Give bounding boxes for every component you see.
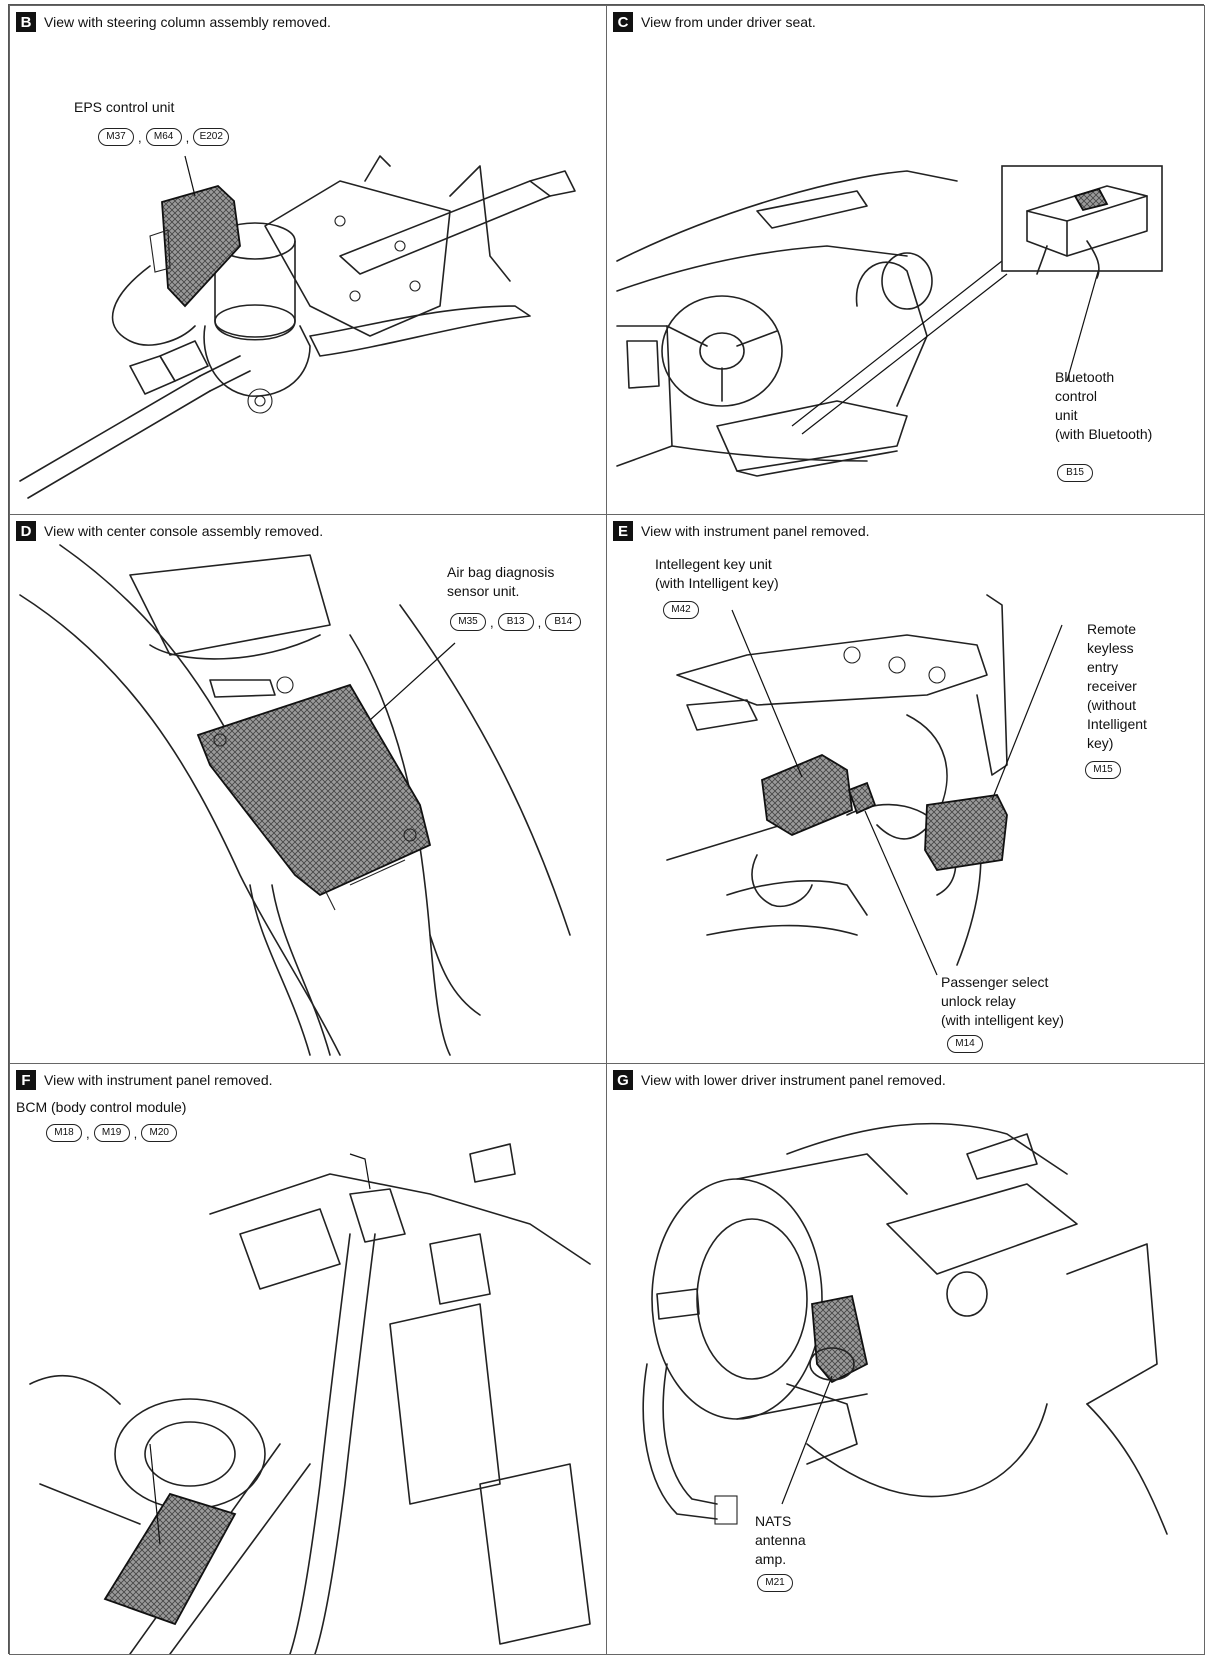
panel-g: G View with lower driver instrument pane… [606, 1063, 1205, 1655]
airbag-sensor-label: Air bag diagnosis sensor unit. [447, 563, 554, 601]
airbag-label-line-1: Air bag diagnosis [447, 564, 555, 580]
eps-illustration [19, 155, 576, 499]
rke-line-5: (without [1087, 697, 1137, 713]
bcm-label: BCM (body control module) [16, 1099, 187, 1115]
connector-m64: M64 [145, 128, 182, 146]
panel-e-letter: E [613, 521, 633, 541]
panel-f-letter: F [16, 1070, 36, 1090]
panel-g-header: G View with lower driver instrument pane… [613, 1070, 946, 1090]
bluetooth-label-line-3: unit [1055, 407, 1078, 423]
nats-label-line-3: amp. [755, 1551, 787, 1567]
intelligent-key-illustration [666, 594, 1063, 976]
relay-line-2: unlock relay [941, 993, 1016, 1009]
panel-f: F View with instrument panel removed. BC… [9, 1063, 607, 1655]
panel-c: C View from under driver seat. Bluetooth… [606, 5, 1205, 515]
bluetooth-connectors: B15 [1057, 464, 1093, 482]
airbag-sensor-illustration [19, 544, 571, 1056]
panel-d-header: D View with center console assembly remo… [16, 521, 323, 541]
nats-connectors: M21 [757, 1574, 793, 1592]
connector-e202: E202 [193, 128, 230, 146]
bluetooth-label-line-1: Bluetooth [1055, 369, 1115, 385]
nats-antenna-amp-label: NATS antenna amp. [755, 1512, 806, 1569]
diagram-sheet: B View with steering column assembly rem… [8, 4, 1205, 1655]
nats-label-line-2: antenna [755, 1532, 806, 1548]
bluetooth-control-unit-label: Bluetooth control unit (with Bluetooth) [1055, 368, 1152, 444]
rke-line-7: key) [1087, 735, 1114, 751]
rke-line-6: Intelligent [1087, 716, 1147, 732]
connector-m42: M42 [663, 601, 699, 619]
panel-g-letter: G [613, 1070, 633, 1090]
bcm-illustration [29, 1143, 591, 1654]
rke-line-2: keyless [1087, 640, 1134, 656]
rke-line-1: Remote [1087, 621, 1137, 637]
panel-c-letter: C [613, 12, 633, 32]
connector-m18: M18 [46, 1124, 82, 1142]
airbag-connectors: M35, B13, B14 [450, 613, 582, 631]
panel-e-caption: View with instrument panel removed. [641, 523, 870, 539]
panel-c-caption: View from under driver seat. [641, 14, 816, 30]
panel-b-caption: View with steering column assembly remov… [44, 14, 331, 30]
panel-e-header: E View with instrument panel removed. [613, 521, 870, 541]
nats-illustration [642, 1122, 1168, 1535]
intelligent-key-unit-label: Intellegent key unit (with Intelligent k… [655, 555, 779, 593]
relay-connectors: M14 [947, 1035, 983, 1053]
connector-m37: M37 [98, 128, 134, 146]
connector-m20: M20 [141, 1124, 178, 1142]
connector-m35: M35 [450, 613, 486, 631]
panel-f-caption: View with instrument panel removed. [44, 1072, 273, 1088]
rke-connectors: M15 [1085, 761, 1121, 779]
connector-b14: B14 [545, 613, 582, 631]
eps-connectors: M37, M64, E202 [98, 128, 230, 146]
panel-e: E View with instrument panel removed. In… [606, 514, 1205, 1064]
passenger-select-relay-label: Passenger select unlock relay (with inte… [941, 973, 1064, 1030]
key-unit-line-1: Intellegent key unit [655, 556, 772, 572]
connector-m15: M15 [1085, 761, 1121, 779]
bcm-connectors: M18, M19, M20 [46, 1124, 178, 1142]
panel-b: B View with steering column assembly rem… [9, 5, 607, 515]
eps-control-unit-label: EPS control unit [74, 99, 175, 115]
panel-d-caption: View with center console assembly remove… [44, 523, 324, 539]
panel-b-header: B View with steering column assembly rem… [16, 12, 331, 32]
bluetooth-label-line-2: control [1055, 388, 1098, 404]
rke-line-4: receiver [1087, 678, 1137, 694]
nats-label-line-1: NATS [755, 1513, 792, 1529]
remote-keyless-entry-label: Remote keyless entry receiver (without I… [1087, 620, 1147, 753]
panel-g-caption: View with lower driver instrument panel … [641, 1072, 946, 1088]
panel-d-letter: D [16, 521, 36, 541]
relay-line-1: Passenger select [941, 974, 1049, 990]
connector-b13: B13 [497, 613, 534, 631]
connector-b15: B15 [1057, 464, 1093, 482]
connector-m19: M19 [93, 1124, 130, 1142]
panel-d: D View with center console assembly remo… [9, 514, 607, 1064]
key-unit-line-2: (with Intelligent key) [655, 575, 779, 591]
connector-m14: M14 [947, 1035, 983, 1053]
airbag-label-line-2: sensor unit. [447, 583, 520, 599]
relay-line-3: (with intelligent key) [941, 1012, 1064, 1028]
panel-f-header: F View with instrument panel removed. [16, 1070, 273, 1090]
rke-line-3: entry [1087, 659, 1119, 675]
key-unit-connectors: M42 [663, 601, 699, 619]
bluetooth-illustration [616, 165, 1163, 477]
panel-c-header: C View from under driver seat. [613, 12, 816, 32]
connector-m21: M21 [757, 1574, 793, 1592]
panel-b-letter: B [16, 12, 36, 32]
bluetooth-label-line-4: (with Bluetooth) [1055, 426, 1153, 442]
